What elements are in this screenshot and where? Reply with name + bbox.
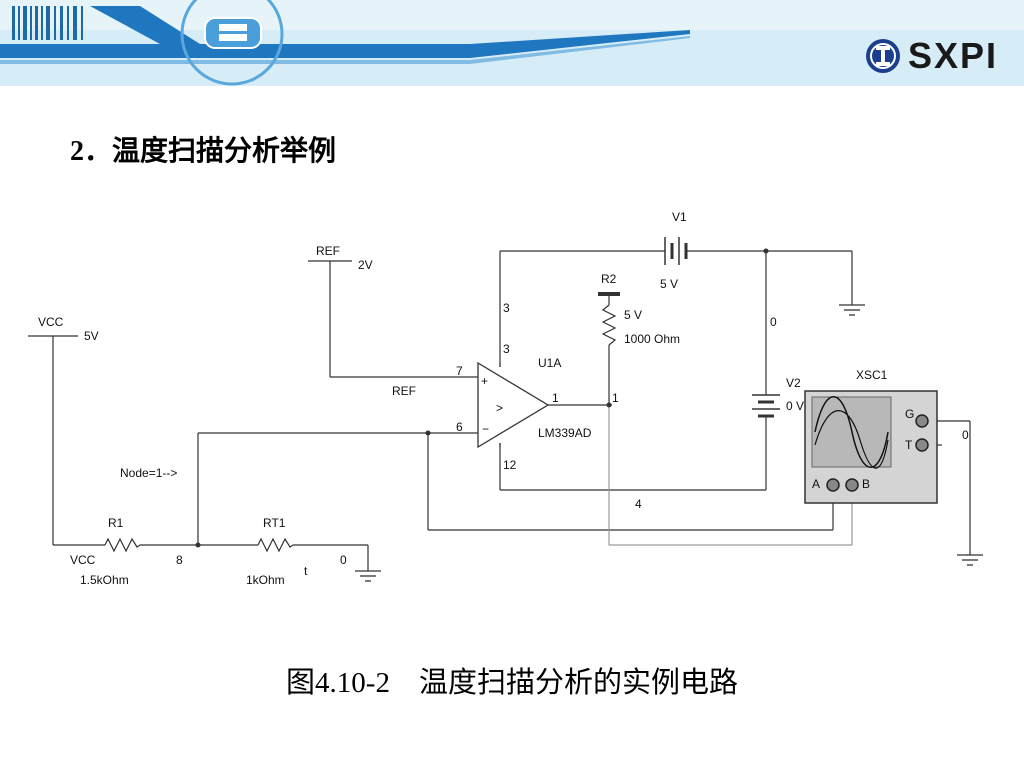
header-ring [180,0,284,86]
node-0-label-right: 0 [962,428,969,442]
resistor-r1-icon [104,537,141,553]
oscilloscope-icon [804,390,938,504]
pin-7-label: 7 [456,364,463,378]
r1-name: R1 [108,516,124,530]
scope-terminal-g-icon[interactable] [915,414,929,428]
waveform-sine-b [814,410,889,469]
r2-value2: 1000 Ohm [624,332,680,346]
node-0-label-top: 0 [770,315,777,329]
circuit-figure: REF 2V VCC 5V V1 5 V R2 5 V 1000 Ohm 3 3… [0,195,1024,615]
sxpi-emblem-icon [866,39,900,73]
rt1-temp-label: t [304,564,308,578]
header-graphic [0,0,1024,86]
header-banner: SXPI [0,0,1024,86]
ground-icon [957,554,983,566]
junction-dots [195,248,769,548]
scope-name: XSC1 [856,368,888,382]
waveform-sine [814,396,889,468]
pin-6-label: 6 [456,420,463,434]
rt1-name: RT1 [263,516,286,530]
scope-g-label: G [905,407,914,421]
figure-caption: 图4.10-2 温度扫描分析的实例电路 [286,667,738,699]
ref-source-value: 2V [358,258,373,272]
opamp-icon [477,361,550,449]
v1-value: 5 V [660,277,678,291]
opamp-part: LM339AD [538,426,592,440]
pin-3a-label: 3 [503,301,510,315]
wires [28,250,971,571]
battery-v2-icon [752,394,780,418]
v2-value: 0 V [786,399,804,413]
pin-1-label: 1 [552,391,559,405]
header-stripe-light [0,36,690,64]
ground-icon [839,304,865,316]
header-stripe [0,30,690,58]
ref-source-name: REF [316,244,340,258]
scope-terminal-a-icon[interactable] [826,478,840,492]
scope-terminal-t-icon[interactable] [915,438,929,452]
node-probe-label: Node=1--> [120,466,177,480]
v1-name: V1 [672,210,687,224]
server-icon [204,17,262,49]
scope-b-label: B [862,477,870,491]
opamp-symbol-label: > [496,401,503,415]
header-wedge [90,6,200,44]
logo-text: SXPI [908,35,999,76]
circuit-schematic: REF 2V VCC 5V V1 5 V R2 5 V 1000 Ohm 3 3… [28,210,983,587]
scope-a-label: A [812,477,820,491]
vcc-source-name: VCC [38,315,64,329]
r2-name: R2 [601,272,617,286]
node-4-label: 4 [635,497,642,511]
v2-name: V2 [786,376,801,390]
rt1-value: 1kOhm [246,573,285,587]
out-node-label: 1 [612,391,619,405]
barcode-icon [12,6,83,40]
r1-node-label: VCC [70,553,96,567]
r1-value: 1.5kOhm [80,573,129,587]
vcc-source-value: 5V [84,329,99,343]
pin-12-label: 12 [503,458,517,472]
node-0-label-bottom: 0 [340,553,347,567]
opamp-plus-label: + [481,374,488,388]
ref-pin-label: REF [392,384,416,398]
opamp-name: U1A [538,356,561,370]
pin-3b-label: 3 [503,342,510,356]
resistor-rt1-icon [257,537,294,553]
r2-value1: 5 V [624,308,642,322]
scope-terminal-b-icon[interactable] [845,478,859,492]
resistor-r2-icon [601,304,617,346]
battery-v1-icon [664,237,688,265]
ground-icon [355,570,381,582]
section-heading: 2．温度扫描分析举例 [70,136,337,167]
opamp-minus-label: − [482,422,489,436]
r2-supply-bar [598,292,620,296]
scope-t-label: T [905,438,913,452]
node-8-label: 8 [176,553,183,567]
